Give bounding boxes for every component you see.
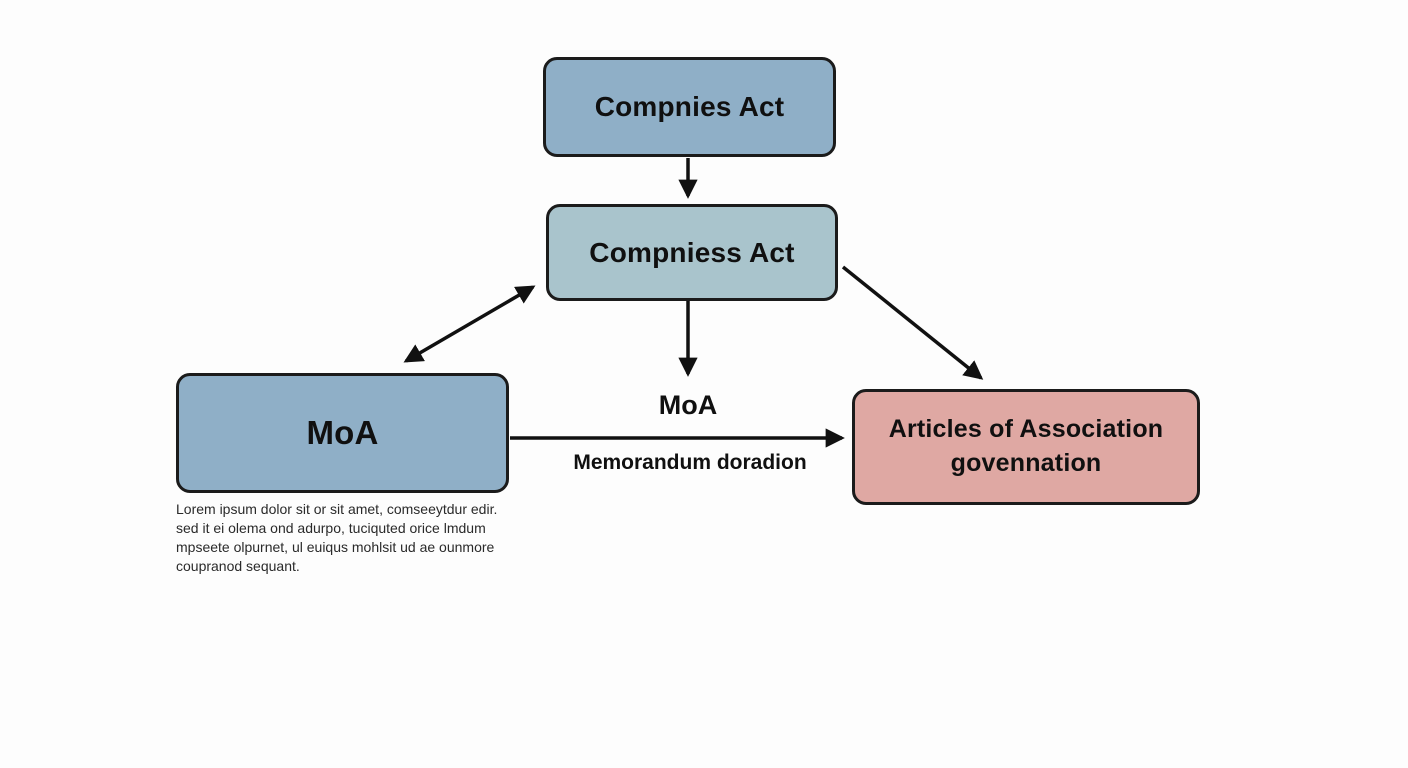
arrow-diagonal-compniess-to-articles-icon bbox=[841, 265, 984, 380]
edge-label-memorandum: Memorandum doradion bbox=[573, 451, 807, 474]
node-moa-label: MoA bbox=[306, 414, 379, 451]
moa-annotation-line2: sed it ei olema ond adurpo, tuciquted or… bbox=[176, 520, 486, 536]
node-articles-label-line1: Articles of Association bbox=[888, 415, 1164, 444]
node-companies-act-label: Compnies Act bbox=[594, 91, 785, 122]
arrow-double-compniess-to-moa-icon bbox=[403, 285, 536, 363]
moa-annotation-line4: coupranod sequant. bbox=[176, 558, 300, 574]
node-articles-label-line2: govennation bbox=[950, 449, 1102, 477]
node-companies-act: Compnies Act bbox=[543, 57, 836, 157]
node-moa: MoA bbox=[176, 373, 509, 493]
node-compniess-act: Compniess Act bbox=[546, 204, 838, 301]
node-compniess-act-label: Compniess Act bbox=[589, 236, 795, 268]
moa-annotation-text: Lorem ipsum dolor sit or sit amet, comse… bbox=[176, 500, 528, 576]
edge-label-moa: MoA bbox=[658, 390, 718, 420]
moa-annotation-line3: mpseete olpurnet, ul euiqus mohlsit ud a… bbox=[176, 539, 495, 555]
node-articles-of-association: Articles of Association govennation bbox=[852, 389, 1200, 505]
moa-annotation-line1: Lorem ipsum dolor sit or sit amet, comse… bbox=[176, 501, 498, 517]
